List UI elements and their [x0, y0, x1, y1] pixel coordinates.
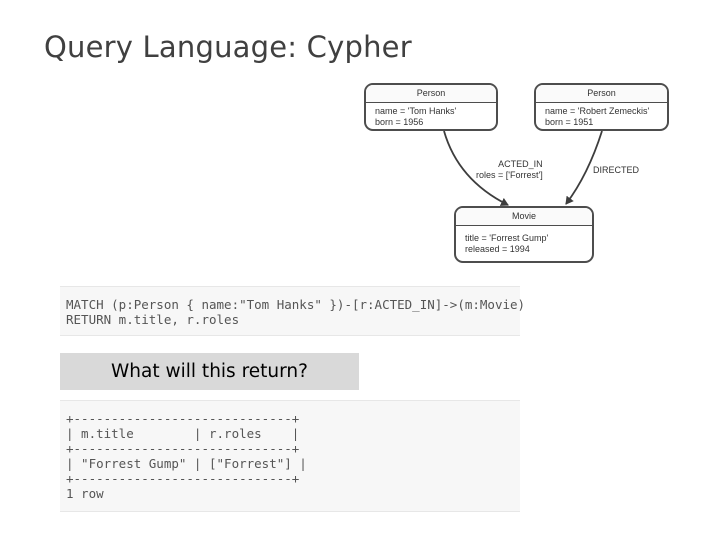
result-table-block: +-----------------------------+ | m.titl… — [60, 400, 520, 512]
node-tom-hanks: Person name = 'Tom Hanks' born = 1956 — [364, 83, 498, 131]
query-line: MATCH (p:Person { name:"Tom Hanks" })-[r… — [66, 297, 526, 312]
node-prop-name: name = 'Robert Zemeckis' — [545, 106, 650, 116]
edge-acted-in-line — [443, 130, 509, 206]
result-line: +-----------------------------+ — [66, 471, 300, 486]
result-line: | "Forrest Gump" | ["Forrest"] | — [66, 456, 307, 471]
result-line: +-----------------------------+ — [66, 441, 300, 456]
node-prop-title: title = 'Forrest Gump' — [465, 233, 549, 243]
node-label: Movie — [456, 208, 592, 226]
node-label: Person — [366, 85, 496, 103]
query-code-block: MATCH (p:Person { name:"Tom Hanks" })-[r… — [60, 286, 526, 336]
node-prop-born: born = 1956 — [375, 117, 424, 127]
edge-acted-in-label: ACTED_IN roles = ['Forrest'] — [476, 159, 543, 181]
node-prop-name: name = 'Tom Hanks' — [375, 106, 457, 116]
node-label: Person — [536, 85, 667, 103]
edge-directed-line — [565, 130, 603, 205]
edge-arrows — [443, 130, 603, 206]
edge-prop-roles: roles = ['Forrest'] — [476, 170, 543, 180]
result-line: +-----------------------------+ — [66, 411, 300, 426]
node-movie-forrest-gump: Movie title = 'Forrest Gump' released = … — [454, 206, 594, 263]
slide-title: Query Language: Cypher — [44, 30, 412, 64]
node-prop-born: born = 1951 — [545, 117, 594, 127]
result-row-count: 1 row — [66, 486, 104, 501]
query-line: RETURN m.title, r.roles — [66, 312, 240, 327]
node-prop-released: released = 1994 — [465, 244, 530, 254]
node-robert-zemeckis: Person name = 'Robert Zemeckis' born = 1… — [534, 83, 669, 131]
graph-diagram: Person name = 'Tom Hanks' born = 1956 Pe… — [362, 80, 669, 266]
edge-type: ACTED_IN — [498, 159, 543, 169]
result-line: | m.title | r.roles | — [66, 426, 300, 441]
question-label: What will this return? — [60, 353, 359, 390]
edge-directed-label: DIRECTED — [593, 165, 640, 175]
